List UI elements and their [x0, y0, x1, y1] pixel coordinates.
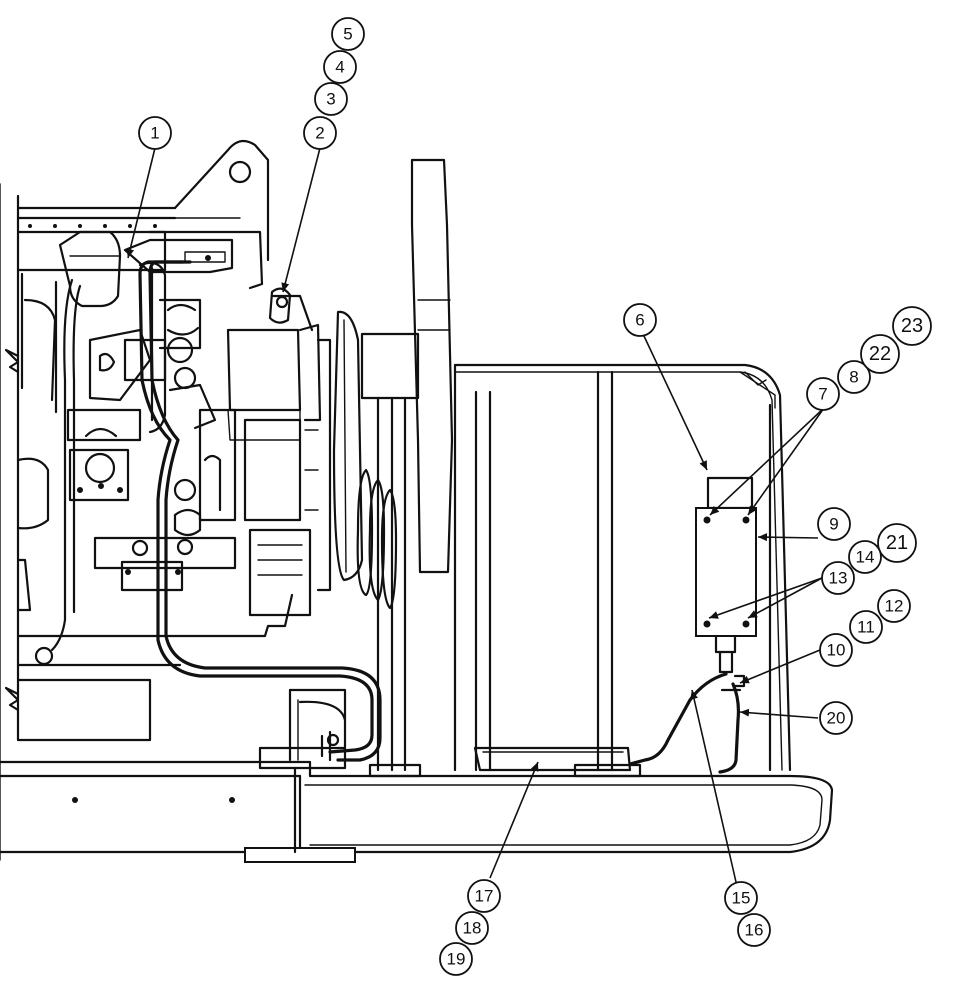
callout-8-label: 8 [849, 368, 858, 387]
callout-18: 18 [455, 911, 489, 945]
callout-22-label: 22 [869, 343, 891, 365]
callout-12-label: 12 [885, 597, 904, 616]
callout-1: 1 [138, 116, 172, 150]
base-frame [0, 688, 834, 863]
callout-7-label: 7 [818, 385, 827, 404]
callout-3: 3 [314, 82, 348, 116]
callout-22: 22 [860, 334, 900, 374]
callout-12: 12 [877, 589, 911, 623]
radiator [368, 363, 792, 778]
wiring-harness [138, 260, 382, 762]
callout-3-label: 3 [326, 90, 335, 109]
cooling-fan [332, 158, 454, 772]
callout-10: 10 [819, 633, 853, 667]
callout-2: 2 [303, 116, 337, 150]
callout-17-label: 17 [475, 887, 494, 906]
callout-14: 14 [848, 540, 882, 574]
callout-20-label: 20 [827, 709, 846, 728]
callout-4-label: 4 [335, 58, 344, 77]
callout-18-label: 18 [463, 919, 482, 938]
callout-23-label: 23 [901, 315, 923, 337]
callout-6: 6 [623, 303, 657, 337]
callout-16-label: 16 [745, 921, 764, 940]
callout-5-label: 5 [343, 25, 352, 44]
callout-9: 9 [817, 507, 851, 541]
callout-21-label: 21 [886, 532, 908, 554]
callout-5: 5 [331, 17, 365, 51]
control-box [695, 476, 757, 688]
callout-20: 20 [819, 701, 853, 735]
callout-15: 15 [724, 881, 758, 915]
callout-10-label: 10 [827, 641, 846, 660]
callout-1-label: 1 [150, 124, 159, 143]
sensor-cable [628, 672, 742, 774]
engine-block [0, 139, 332, 861]
callout-4: 4 [323, 50, 357, 84]
callout-11-label: 11 [857, 618, 875, 637]
callout-21: 21 [877, 523, 917, 563]
callout-13-label: 13 [829, 569, 848, 588]
callout-19-label: 19 [447, 950, 466, 969]
callout-11: 11 [849, 610, 883, 644]
callout-23: 23 [892, 306, 932, 346]
callout-17: 17 [467, 879, 501, 913]
callout-13: 13 [821, 561, 855, 595]
callout-16: 16 [737, 913, 771, 947]
callout-2-label: 2 [315, 124, 324, 143]
callout-15-label: 15 [732, 889, 751, 908]
callout-8: 8 [837, 360, 871, 394]
callout-7: 7 [806, 377, 840, 411]
callout-19: 19 [439, 942, 473, 976]
callout-6-label: 6 [635, 311, 644, 330]
callout-9-label: 9 [829, 515, 838, 534]
callout-leaders [126, 147, 825, 883]
callout-14-label: 14 [856, 548, 875, 567]
